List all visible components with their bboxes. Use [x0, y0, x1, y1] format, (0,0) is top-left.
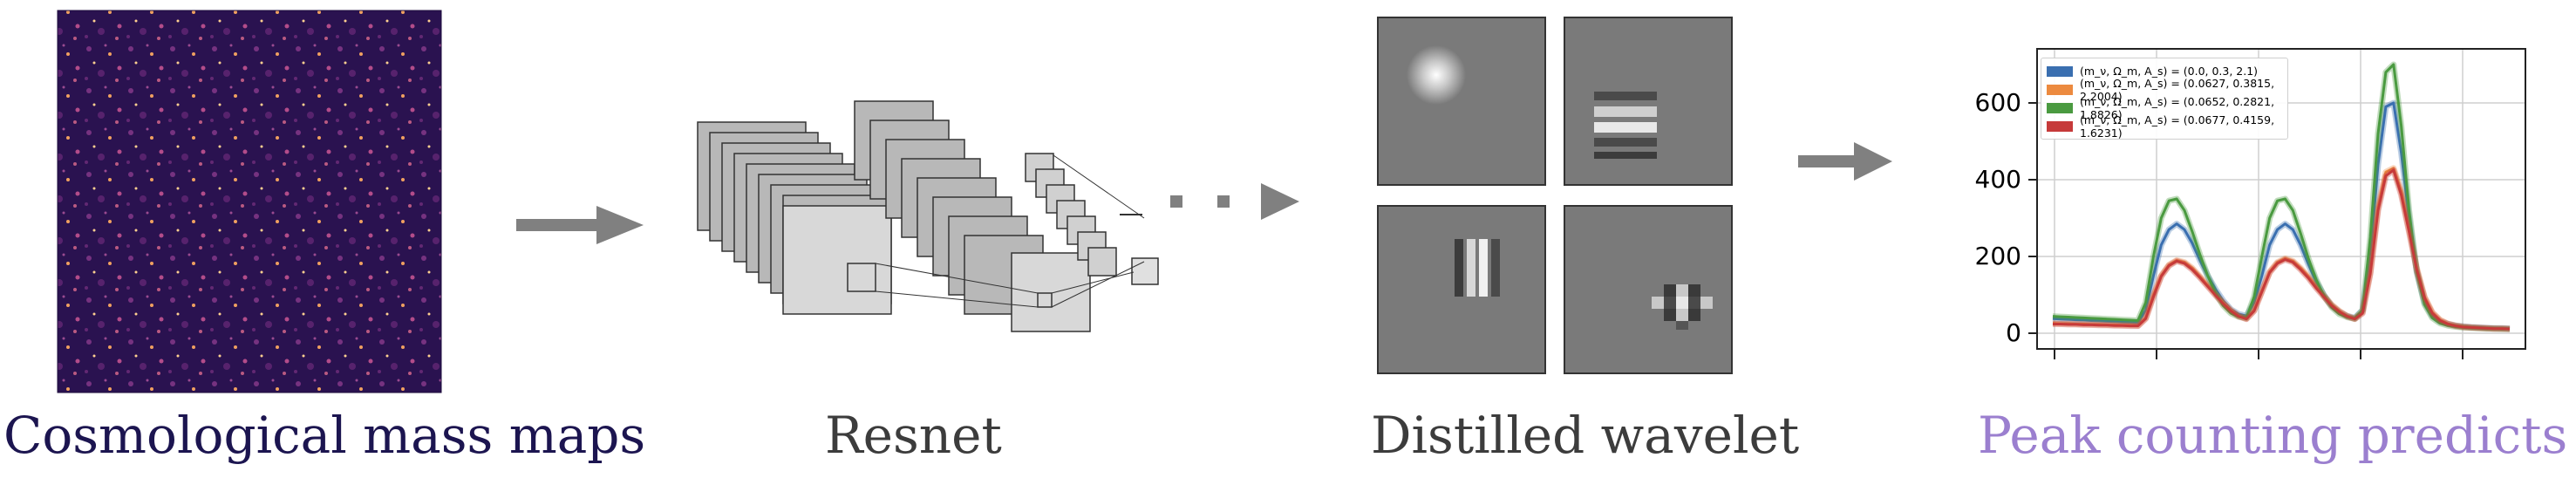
- y-tick-label: 0: [2006, 318, 2021, 347]
- caption-wavelet: Distilled wavelet: [1371, 406, 1800, 465]
- legend-swatch: [2047, 84, 2073, 95]
- resnet-connector: [875, 290, 1039, 308]
- series-line-3: [2052, 63, 2510, 331]
- resnet-kernel: [1037, 292, 1053, 308]
- resnet-connector: [1051, 271, 1135, 294]
- y-tick-label: 600: [1974, 88, 2021, 117]
- legend-swatch: [2047, 102, 2073, 113]
- legend-swatch: [2047, 120, 2073, 132]
- wavelet-filter-3: [1377, 205, 1546, 374]
- legend-label: (m_ν, Ω_m, A_s) = (0.0652, 0.2821, 1.882…: [2080, 94, 2275, 121]
- y-tick-label: 200: [1974, 242, 2021, 270]
- plot-frame: [2036, 48, 2526, 350]
- wavelet-filters: [1377, 17, 1733, 374]
- legend-entry: (m_ν, Ω_m, A_s) = (0.0652, 0.2821, 1.882…: [2047, 95, 2282, 121]
- series-band-4: [2053, 167, 2511, 332]
- legend-entry: (m_ν, Ω_m, A_s) = (0.0677, 0.4159, 1.623…: [2047, 113, 2282, 140]
- wavelet-filter-2: [1564, 17, 1733, 186]
- mass-map-image: [57, 10, 442, 393]
- resnet-layer-front: [782, 205, 892, 315]
- resnet-connector: [1053, 154, 1145, 219]
- legend-label: (m_ν, Ω_m, A_s) = (0.0627, 0.3815, 2.200…: [2080, 76, 2275, 103]
- caption-peak-counting: Peak counting predicts Ω̂m: [1978, 410, 2576, 470]
- resnet-diagram: [697, 100, 1159, 332]
- series-line-2: [2052, 167, 2511, 331]
- arrow-right-icon: [1798, 142, 1892, 181]
- caption-peak-text: Peak counting predicts: [1978, 406, 2576, 465]
- legend-entry: (m_ν, Ω_m, A_s) = (0.0627, 0.3815, 2.200…: [2047, 77, 2282, 103]
- ellipsis-icon: [1170, 195, 1230, 208]
- resnet-connector: [1051, 261, 1145, 308]
- resnet-connector: [875, 263, 1039, 294]
- caption-resnet: Resnet: [825, 406, 1002, 465]
- resnet-layer-front: [1011, 252, 1091, 332]
- legend-label: (m_ν, Ω_m, A_s) = (0.0, 0.3, 2.1): [2080, 65, 2259, 78]
- resnet-kernel: [847, 263, 876, 292]
- series-line-1: [2052, 101, 2511, 331]
- series-line-4: [2053, 168, 2511, 331]
- resnet-layer-front: [1131, 257, 1159, 285]
- chart-legend: (m_ν, Ω_m, A_s) = (0.0, 0.3, 2.1)(m_ν, Ω…: [2041, 58, 2288, 140]
- caption-mass-maps: Cosmological mass maps: [3, 406, 646, 465]
- resnet-layer: [1087, 247, 1117, 277]
- wavelet-filter-4: [1564, 205, 1733, 374]
- legend-entry: (m_ν, Ω_m, A_s) = (0.0, 0.3, 2.1): [2047, 62, 2282, 80]
- y-tick-label: 400: [1974, 165, 2021, 194]
- arrow-right-icon: [1261, 183, 1299, 220]
- wavelet-filter-1: [1377, 17, 1546, 186]
- series-band-2: [2052, 165, 2511, 332]
- arrow-right-icon: [516, 206, 644, 244]
- legend-label: (m_ν, Ω_m, A_s) = (0.0677, 0.4159, 1.623…: [2080, 113, 2275, 140]
- legend-swatch: [2047, 65, 2073, 77]
